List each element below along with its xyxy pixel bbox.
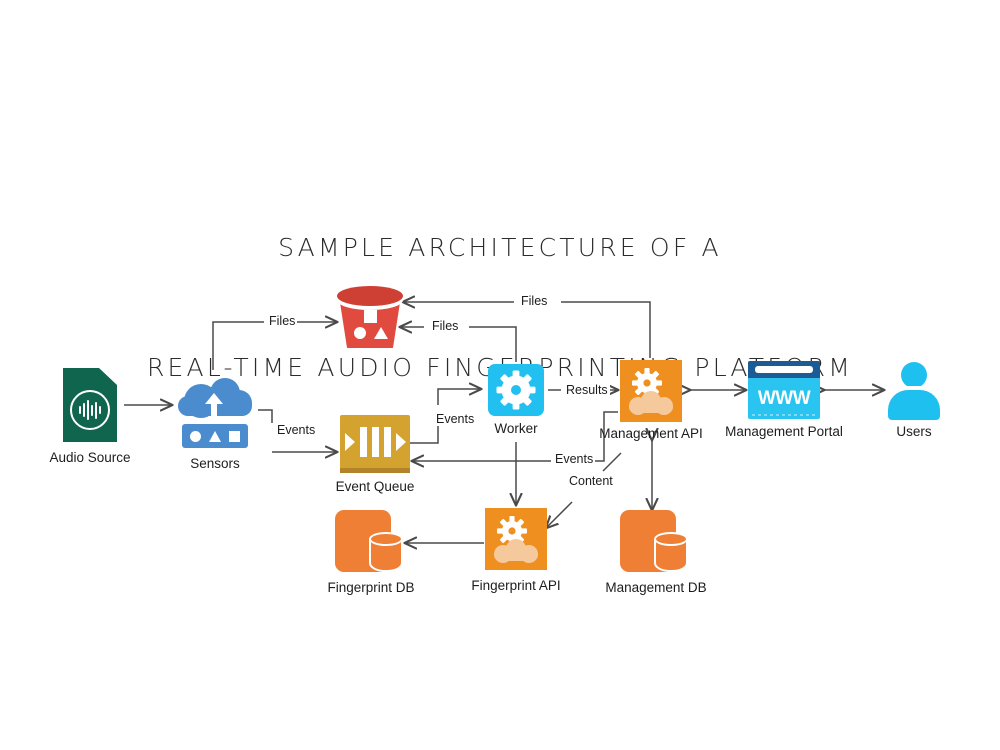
shape-triangle: [374, 327, 388, 339]
edge-label-results: Results: [564, 383, 610, 397]
user-icon: [888, 362, 940, 420]
play-triangle-left-icon: [344, 432, 355, 451]
db-cylinder: [654, 532, 688, 572]
edge-label-events-sensors: Events: [275, 423, 318, 437]
queue-bar: [371, 426, 379, 457]
worker-icon: [488, 364, 544, 416]
node-label-fingerprint-db: Fingerprint DB: [327, 580, 415, 595]
audio-file-icon: [63, 368, 117, 442]
node-management-portal[interactable]: WWW Management Portal: [725, 361, 843, 439]
node-management-db[interactable]: Management DB: [605, 510, 707, 595]
node-fingerprint-api[interactable]: Fingerprint API: [471, 508, 561, 593]
shape-square: [364, 310, 377, 323]
node-label-management-api: Management API: [599, 426, 703, 441]
play-triangle-right-icon: [395, 432, 406, 451]
title-line-1: SAMPLE ARCHITECTURE OF A: [278, 233, 722, 262]
queue-bar: [359, 426, 367, 457]
upload-arrow-shaft: [211, 400, 217, 426]
upload-arrow-head: [205, 393, 223, 404]
node-label-audio-source: Audio Source: [49, 450, 131, 465]
address-bar: [755, 366, 813, 373]
node-label-management-db: Management DB: [605, 580, 707, 595]
gear-icon: [496, 370, 536, 410]
node-event-queue[interactable]: Event Queue: [336, 415, 414, 494]
fingerprint-api-icon: [485, 508, 547, 570]
shape-circle: [354, 327, 366, 339]
event-queue-icon: [340, 415, 410, 473]
page-title: SAMPLE ARCHITECTURE OF A REAL-TIME AUDIO…: [0, 148, 1000, 468]
edge-label-events-mgmt: Events: [553, 452, 596, 466]
bucket-lid: [337, 286, 403, 306]
database-icon: [620, 510, 692, 572]
shape-square: [229, 430, 240, 442]
queue-glyphs: [340, 415, 410, 473]
shape-circle: [190, 430, 201, 442]
user-body: [888, 390, 940, 420]
edge-label-events-queue: Events: [434, 412, 477, 426]
node-users[interactable]: Users: [888, 362, 940, 439]
edge-label-files-worker: Files: [430, 319, 461, 333]
node-label-worker: Worker: [494, 421, 538, 436]
sensor-devices-bar: [182, 424, 248, 448]
www-text: WWW: [757, 387, 811, 409]
node-label-users: Users: [896, 424, 932, 439]
node-management-api[interactable]: Management API: [599, 360, 703, 441]
node-label-sensors: Sensors: [190, 456, 240, 471]
queue-bar: [383, 426, 391, 457]
shape-triangle: [209, 430, 221, 442]
sensors-icon: [176, 376, 254, 448]
node-label-fingerprint-api: Fingerprint API: [471, 578, 561, 593]
queue-base-shadow: [340, 468, 410, 473]
node-worker[interactable]: Worker: [488, 364, 544, 436]
db-cylinder: [369, 532, 403, 572]
database-icon: [335, 510, 407, 572]
node-label-event-queue: Event Queue: [335, 479, 415, 494]
storage-bucket-icon: [337, 286, 403, 348]
node-sensors[interactable]: Sensors: [176, 376, 254, 471]
node-fingerprint-db[interactable]: Fingerprint DB: [327, 510, 415, 595]
cloud-icon: [492, 539, 540, 563]
browser-window-icon: WWW: [748, 361, 820, 419]
edge-label-content: Content: [567, 474, 615, 488]
browser-footer-dots: [752, 414, 816, 416]
management-api-icon: [620, 360, 682, 422]
cloud-icon: [627, 391, 675, 415]
waveform-icon: [70, 390, 110, 430]
edge-label-files-sensors: Files: [267, 314, 298, 328]
node-audio-source[interactable]: Audio Source: [49, 368, 131, 465]
edge-label-files-mgmt: Files: [519, 294, 550, 308]
edge-mgmtapi-to-fpapi-2: [546, 501, 573, 528]
node-label-management-portal: Management Portal: [725, 424, 843, 439]
user-head: [901, 362, 927, 388]
node-object-storage[interactable]: [337, 286, 403, 348]
